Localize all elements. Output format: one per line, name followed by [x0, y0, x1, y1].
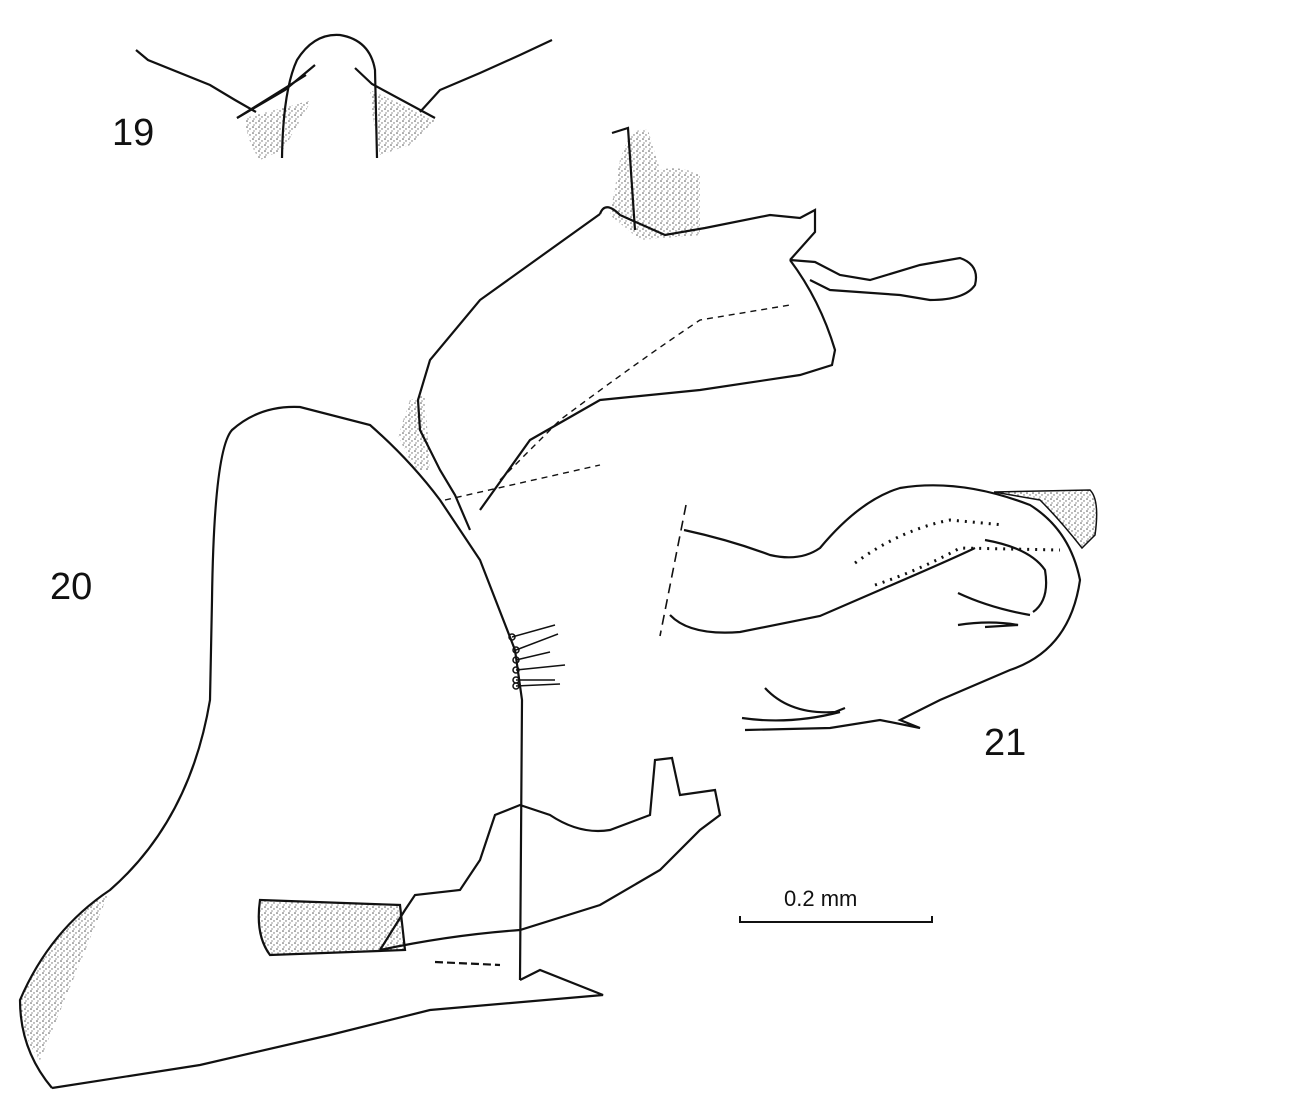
setae-cluster: [508, 624, 566, 690]
figure-20-label: 20: [50, 566, 93, 608]
figure-19-label: 19: [112, 112, 155, 154]
figure-21-drawing: [659, 484, 1098, 732]
scale-bar: [739, 916, 933, 923]
figure-20-drawing: [18, 126, 978, 1090]
figure-21-label: 21: [984, 722, 1027, 764]
scale-bar-label: 0.2 mm: [784, 886, 858, 911]
figure-19-drawing: [135, 33, 553, 160]
